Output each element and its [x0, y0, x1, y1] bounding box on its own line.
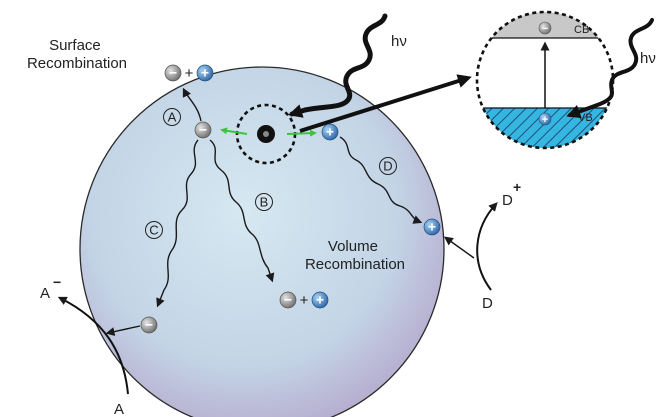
green-arrow-hole: [286, 129, 317, 137]
svg-text:−: −: [53, 274, 61, 290]
surface-hole: +: [423, 219, 441, 236]
zoom-arrow: [299, 74, 472, 133]
svg-text:+: +: [185, 65, 194, 82]
surface-electron: −: [140, 317, 158, 334]
svg-text:+: +: [300, 292, 309, 309]
vb-label: VB: [578, 112, 593, 124]
donor-label: D: [482, 295, 493, 312]
svg-text:−: −: [199, 122, 207, 138]
svg-text:−: −: [169, 65, 177, 81]
surface-recombination-label: Surface Recombination: [27, 37, 127, 72]
path-d-marker: D: [379, 157, 397, 175]
svg-text:+: +: [316, 292, 324, 308]
svg-text:D: D: [383, 159, 392, 174]
path-a-arrow: [182, 87, 202, 122]
svg-text:−: −: [284, 292, 292, 308]
hv-label-inset: hν: [640, 50, 656, 67]
svg-text:+: +: [201, 65, 209, 81]
electron-transfer-arrow: [105, 325, 141, 337]
svg-text:−: −: [145, 317, 153, 333]
svg-text:+: +: [428, 219, 436, 235]
path-c-wavy-arrow: [156, 139, 199, 308]
svg-text:−: −: [542, 23, 548, 35]
photon-wavy-arrow-main: [288, 13, 388, 118]
svg-text:+: +: [513, 179, 521, 195]
volume-recombination-label: Volume Recombination: [305, 238, 405, 273]
svg-text:+: +: [326, 124, 334, 140]
oxidized-donor-label: D +: [502, 179, 521, 209]
hole-transfer-arrow: [443, 236, 475, 259]
svg-text:A: A: [168, 110, 177, 125]
svg-text:+: +: [542, 114, 548, 126]
hv-label-main: hν: [391, 33, 407, 50]
svg-text:B: B: [260, 195, 269, 210]
path-c-marker: C: [145, 221, 163, 239]
cb-label: CB: [574, 24, 589, 36]
svg-text:D: D: [502, 192, 513, 209]
path-b-marker: B: [255, 193, 273, 211]
svg-text:A: A: [40, 285, 50, 302]
hole-center: +: [321, 124, 339, 141]
electron-center: −: [194, 122, 212, 139]
donor-oxidation-arrow: [476, 202, 498, 291]
path-b-wavy-arrow: [209, 139, 275, 283]
svg-text:C: C: [149, 223, 158, 238]
photon-wavy-arrow-inset: [566, 18, 654, 119]
volume-recombination-pair: − + +: [279, 292, 329, 309]
inset-electron: −: [538, 21, 552, 35]
acceptor-reduction-arrow: [57, 296, 129, 395]
inset-hole: +: [538, 112, 552, 126]
reduced-acceptor-label: A −: [40, 274, 61, 302]
acceptor-label: A: [114, 401, 124, 417]
surface-recombination-pair: − + +: [164, 65, 214, 82]
path-d-wavy-arrow: [339, 136, 423, 224]
green-arrow-electron: [220, 127, 248, 135]
particle-sphere: [79, 66, 445, 417]
path-a-marker: A: [163, 108, 181, 126]
